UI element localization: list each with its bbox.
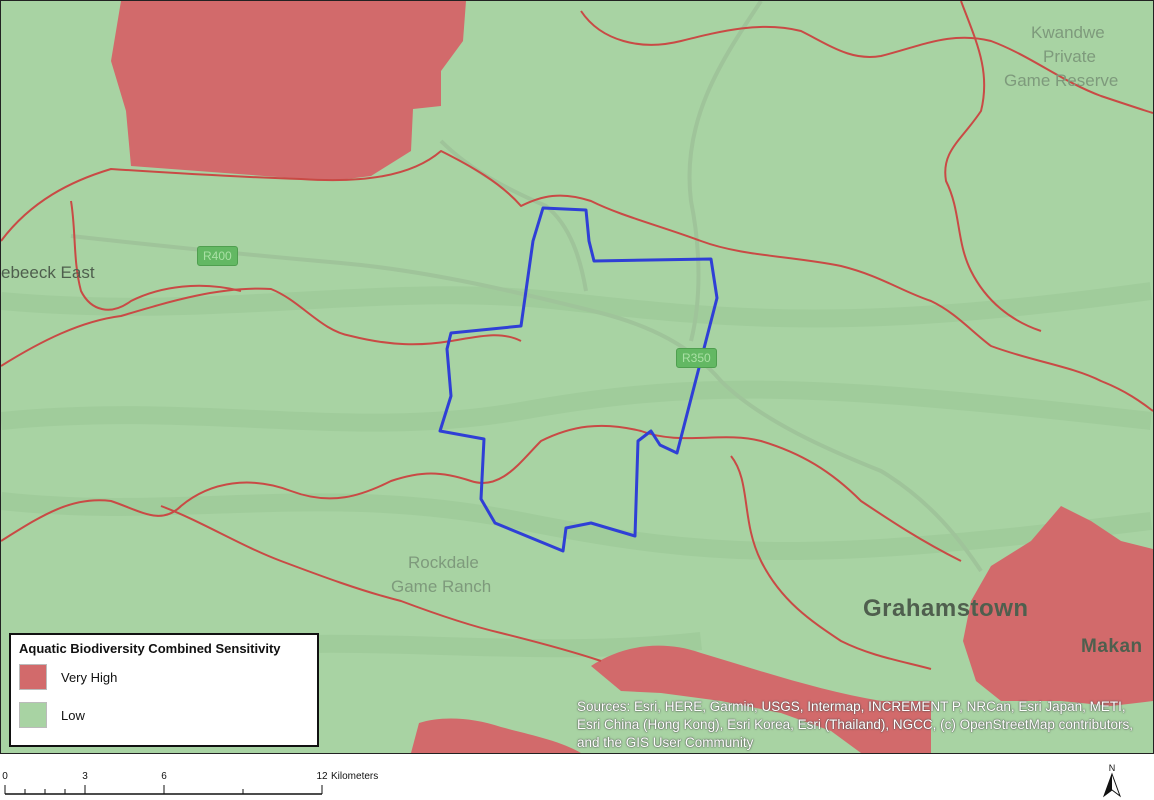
legend-label-low: Low (61, 707, 85, 723)
very-high-patch-northwest (111, 1, 466, 181)
roads (70, 1, 983, 573)
legend-swatch-very-high (19, 664, 47, 690)
place-label-game-reserve: Game Reserve (1004, 71, 1119, 90)
boundary-line-north (1, 150, 1153, 412)
map-frame[interactable]: ebeeck East Kwandwe Private Game Reserve… (0, 0, 1154, 754)
road-northeast (687, 1, 763, 342)
road-north (439, 139, 588, 292)
boundary-line-east (730, 455, 932, 670)
boundary-line-mid (1, 287, 522, 367)
scale-bar-ticks (4, 785, 323, 794)
map-canvas[interactable] (1, 1, 1153, 753)
project-site-outline[interactable] (438, 206, 719, 553)
boundary-line-northeast (580, 10, 1153, 114)
scale-tick-label-0: 0 (2, 771, 8, 782)
boundary-line-south-2 (160, 505, 602, 662)
place-label-kwandwe: Kwandwe (1031, 23, 1105, 42)
road-r400 (70, 234, 983, 573)
legend-item-low: Low (19, 702, 309, 728)
very-high-patch-south (591, 645, 931, 753)
scale-unit-label: Kilometers (331, 771, 378, 782)
place-label-rockdale: Rockdale (408, 553, 479, 572)
legend-label-very-high: Very High (61, 669, 118, 685)
road-shield-r400: R400 (197, 246, 238, 266)
place-label-makan: Makan (1081, 636, 1143, 657)
place-label-private: Private (1043, 47, 1096, 66)
place-label-game-ranch: Game Ranch (391, 577, 492, 596)
scale-tick-label-3: 3 (82, 771, 88, 782)
very-high-patch-southwest (411, 718, 581, 753)
scale-bar: 0 3 6 12 Kilometers (2, 771, 378, 795)
road-shield-r350: R350 (676, 348, 717, 368)
legend-title: Aquatic Biodiversity Combined Sensitivit… (19, 641, 281, 656)
north-arrow-icon: N (1102, 763, 1122, 798)
scale-tick-label-6: 6 (161, 771, 167, 782)
map-legend: Aquatic Biodiversity Combined Sensitivit… (9, 633, 319, 747)
place-label-ebeeck-east: ebeeck East (1, 263, 95, 282)
map-attribution: Sources: Esri, HERE, Garmin, USGS, Inter… (577, 699, 1133, 750)
legend-swatch-low (19, 702, 47, 728)
very-high-patch-east (963, 506, 1153, 706)
very-high-sensitivity-areas (111, 1, 1153, 753)
boundary-line-eastern-ridge (944, 1, 1042, 332)
place-label-grahamstown: Grahamstown (863, 595, 1029, 622)
north-arrow-label: N (1109, 763, 1116, 773)
legend-item-very-high: Very High (19, 664, 309, 690)
boundary-line-west-loop (70, 200, 242, 311)
boundary-line-south-1 (1, 424, 962, 562)
scale-tick-label-12: 12 (316, 771, 328, 782)
sensitivity-boundaries (1, 1, 1153, 670)
